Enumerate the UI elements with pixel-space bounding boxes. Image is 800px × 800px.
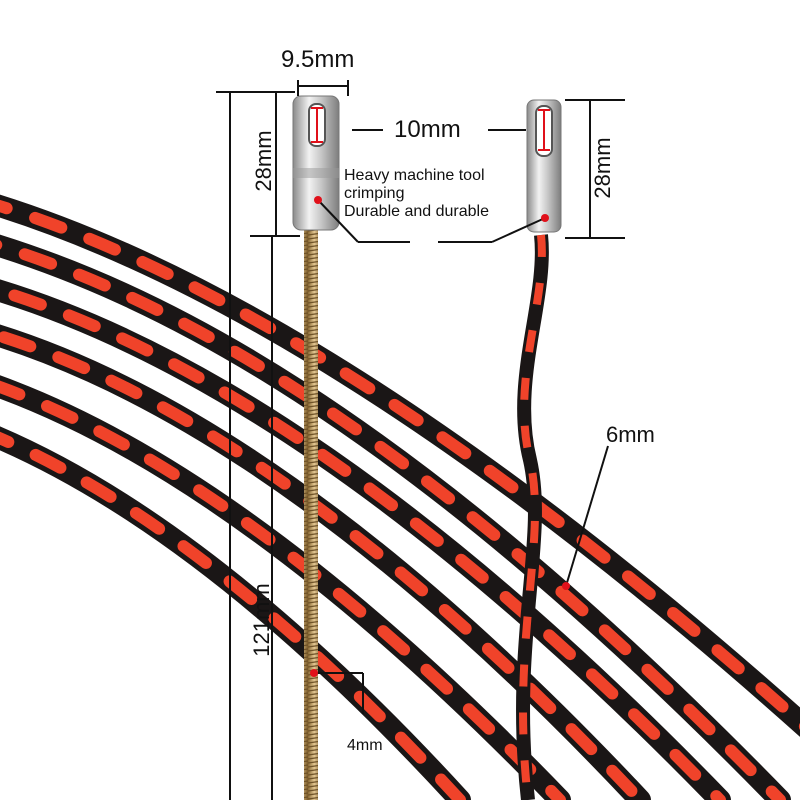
cable-strand-twist bbox=[0, 284, 726, 800]
dimension-lines bbox=[216, 80, 625, 800]
spring-rod bbox=[304, 226, 318, 800]
callout-line-3: Durable and durable bbox=[344, 203, 489, 220]
right-cable bbox=[516, 234, 549, 800]
cable-diameter-label: 6mm bbox=[606, 422, 655, 447]
spring-diameter-label: 4mm bbox=[347, 737, 383, 754]
callout-line-1: Heavy machine tool bbox=[344, 167, 485, 184]
spring-length-label: 121mm bbox=[249, 583, 274, 657]
callout-text: Heavy machine tool crimping Durable and … bbox=[344, 167, 489, 221]
cable-strand bbox=[0, 324, 651, 800]
cable-strand-twist bbox=[0, 431, 466, 800]
top-width-label: 9.5mm bbox=[281, 46, 355, 73]
callout-line-2: crimping bbox=[344, 185, 405, 202]
right-metal-tip bbox=[526, 99, 562, 233]
tip-gap-label: 10mm bbox=[394, 116, 461, 143]
cable-strand-twist bbox=[0, 380, 566, 800]
cable-strand-twist bbox=[0, 239, 786, 800]
cable-strand bbox=[0, 375, 571, 800]
marker-dots bbox=[310, 196, 570, 677]
cable-coil bbox=[0, 194, 800, 800]
left-tip-length-label: 28mm bbox=[251, 130, 276, 192]
left-metal-tip bbox=[292, 95, 340, 231]
right-tip-length-label: 28mm bbox=[590, 137, 615, 199]
